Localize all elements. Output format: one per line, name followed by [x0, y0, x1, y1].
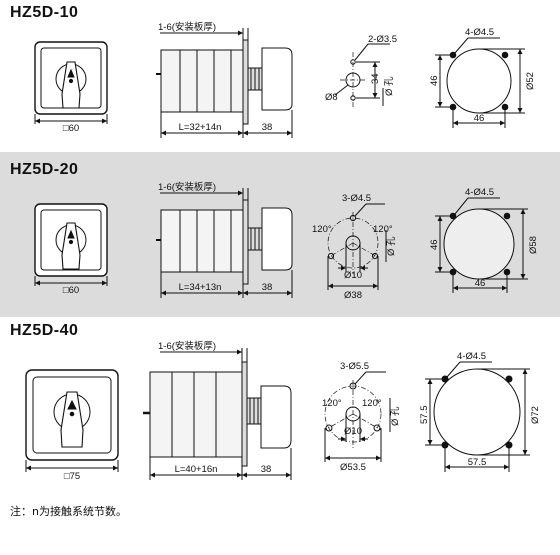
model-title-hz5d-10: HZ5D-10	[10, 4, 79, 21]
mount-dia-label-10: Ø52	[525, 72, 536, 90]
panel-thickness-label-20: 1-6(安装板厚)	[158, 181, 216, 193]
shaft-dia-label-10: Ø8	[325, 92, 338, 103]
angle-left-label-40: 120°	[322, 398, 342, 409]
cutout-note-40: Ø 孔	[390, 406, 401, 426]
hole-spec-label-40: 3-Ø5.5	[340, 361, 369, 372]
mount-dia-label-20: Ø58	[528, 236, 539, 254]
center-hole-label-20: Ø10	[344, 270, 362, 281]
mount-holes-label-20: 4-Ø4.5	[465, 187, 494, 198]
side-view-10	[156, 28, 293, 138]
body-length-label-40: L=40+16n	[175, 464, 218, 475]
row-hz5d-20	[34, 188, 528, 298]
hole-dim-label-10: 34	[370, 73, 381, 84]
footnote: 注：n为接触系统节数。	[10, 505, 127, 518]
cutout-note-20: Ø 孔	[386, 236, 397, 256]
front-view-40	[25, 369, 119, 472]
hole-pattern-20	[326, 203, 387, 290]
technical-drawing: □60 1-6(安装板厚) L=32+14n 38 2-Ø3.5 34 Ø8 Ø…	[25, 21, 541, 482]
panel-thickness-label-40: 1-6(安装板厚)	[158, 340, 216, 352]
mount-dia-label-40: Ø72	[530, 406, 541, 424]
panel-thickness-label-10: 1-6(安装板厚)	[158, 21, 216, 33]
center-hole-label-40: Ø10	[344, 426, 362, 437]
angle-right-label-20: 120°	[373, 224, 393, 235]
hole-pattern-40	[324, 371, 391, 462]
front-view-10	[34, 41, 108, 124]
shaft-length-label-20: 38	[262, 282, 273, 293]
row-hz5d-10	[34, 28, 525, 138]
front-size-label-40: □75	[64, 471, 80, 482]
model-title-hz5d-40: HZ5D-40	[10, 322, 79, 339]
angle-left-label-20: 120°	[312, 224, 332, 235]
shaft-length-label-40: 38	[261, 464, 272, 475]
panel-cutout-10	[435, 37, 525, 128]
side-view-40	[143, 348, 292, 480]
side-view-20	[156, 188, 293, 298]
front-size-label-20: □60	[63, 285, 79, 296]
panel-cutout-40	[425, 361, 530, 472]
row-hz5d-40	[25, 348, 530, 480]
model-title-hz5d-20: HZ5D-20	[10, 161, 79, 178]
front-view-20	[34, 203, 108, 286]
body-length-label-20: L=34+13n	[179, 282, 222, 293]
mount-bottom-label-40: 57.5	[468, 457, 487, 468]
panel-cutout-20	[435, 197, 528, 293]
mount-holes-label-10: 4-Ø4.5	[465, 27, 494, 38]
mount-side-label-20: 46	[429, 239, 440, 250]
body-length-label-10: L=32+14n	[179, 122, 222, 133]
hole-pattern-10	[334, 43, 390, 108]
shaft-length-label-10: 38	[262, 122, 273, 133]
mount-bottom-label-20: 46	[475, 278, 486, 289]
pcd-label-20: Ø38	[344, 290, 362, 301]
mount-side-label-10: 46	[429, 75, 440, 86]
mount-holes-label-40: 4-Ø4.5	[457, 351, 486, 362]
cutout-note-10: Ø 孔	[384, 76, 395, 96]
mount-side-label-40: 57.5	[419, 406, 430, 425]
pcd-label-40: Ø53.5	[340, 462, 366, 473]
mount-bottom-label-10: 46	[474, 113, 485, 124]
hole-spec-label-20: 3-Ø4.5	[342, 193, 371, 204]
hole-spec-label-10: 2-Ø3.5	[368, 34, 397, 45]
front-size-label-10: □60	[63, 123, 79, 134]
angle-right-label-40: 120°	[362, 398, 382, 409]
